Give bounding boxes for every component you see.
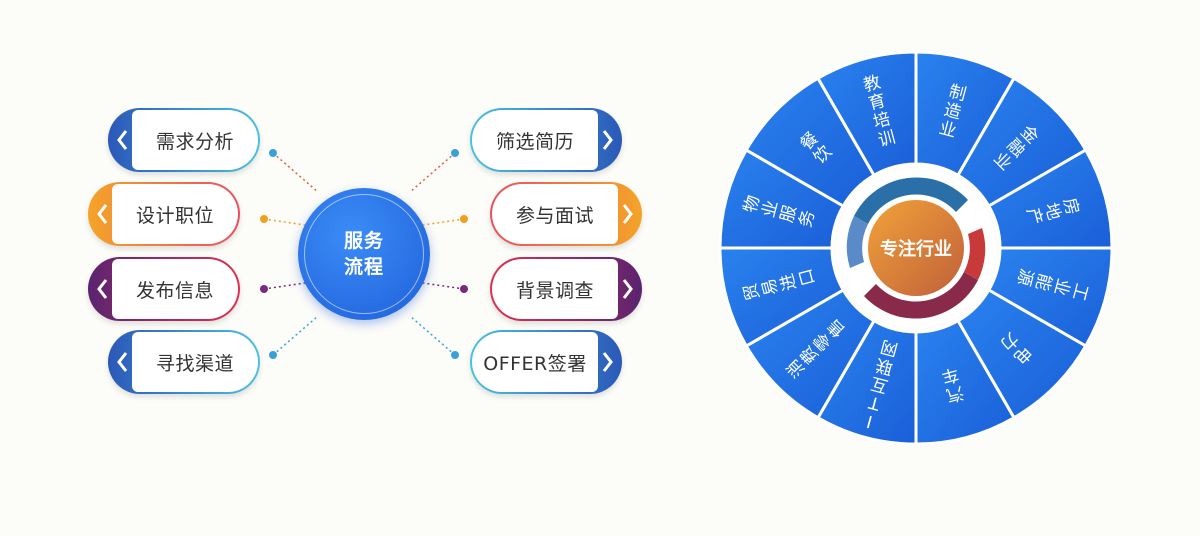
handshake-icon bbox=[864, 272, 978, 319]
wheel-sector-label: 房地产 bbox=[1022, 196, 1082, 227]
step-pill-right-3: 背景调查 bbox=[490, 257, 642, 321]
wheel-sector-label: 汽车 bbox=[939, 363, 966, 405]
step-pill-right-4: OFFER签署 bbox=[470, 330, 622, 394]
connector-dot bbox=[451, 149, 459, 157]
chevron-left-icon bbox=[114, 128, 130, 152]
wheel-segments bbox=[718, 50, 1114, 446]
chevron-right-icon bbox=[600, 128, 616, 152]
step-label: 发布信息 bbox=[112, 259, 238, 319]
chevron-left-icon bbox=[114, 350, 130, 374]
wheel-sector-label: 教育培训 bbox=[861, 72, 897, 151]
wheel-sector-label: IT互联网 bbox=[859, 336, 900, 433]
wheel-center-label: 专注行业 bbox=[880, 238, 952, 260]
wheel-center-disc bbox=[868, 200, 964, 296]
connector-dot bbox=[269, 351, 277, 359]
process-hub: 服务 流程 bbox=[298, 188, 430, 320]
connector-dot bbox=[460, 285, 468, 293]
step-label: 背景调查 bbox=[492, 259, 618, 319]
connector-dot bbox=[451, 351, 459, 359]
handshake-icon bbox=[854, 177, 968, 224]
connector-dot bbox=[269, 149, 277, 157]
wheel-sector-label: 贸易进口 bbox=[740, 266, 819, 302]
chevron-right-icon bbox=[600, 350, 616, 374]
chevron-right-icon bbox=[620, 277, 636, 301]
step-pill-left-4: 寻找渠道 bbox=[108, 330, 260, 394]
wheel-sector-label: 物业服务 bbox=[740, 193, 819, 229]
step-label: 筛选简历 bbox=[472, 110, 598, 170]
chevron-left-icon bbox=[94, 277, 110, 301]
step-label: 参与面试 bbox=[492, 184, 618, 244]
step-label: 需求分析 bbox=[132, 110, 258, 170]
step-label: 寻找渠道 bbox=[132, 332, 258, 392]
wheel-labels: 制造业金融业房地产工业能源电力汽车IT互联网消费零售贸易进口物业服务餐饮教育培训 bbox=[740, 72, 1092, 433]
step-pill-left-3: 发布信息 bbox=[88, 257, 240, 321]
step-pill-left-1: 需求分析 bbox=[108, 108, 260, 172]
step-pill-left-2: 设计职位 bbox=[88, 182, 240, 246]
step-pill-right-2: 参与面试 bbox=[490, 182, 642, 246]
step-label: 设计职位 bbox=[112, 184, 238, 244]
industry-wheel: 专注行业 制造业金融业房地产工业能源电力汽车IT互联网消费零售贸易进口物业服务餐… bbox=[718, 50, 1114, 446]
handshake-icon bbox=[846, 216, 868, 268]
step-pill-right-1: 筛选简历 bbox=[470, 108, 622, 172]
wheel-segment bbox=[815, 50, 918, 178]
hub-ring bbox=[304, 194, 424, 314]
step-label: OFFER签署 bbox=[472, 332, 598, 392]
connector-dot bbox=[460, 215, 468, 223]
connector-dot bbox=[260, 215, 268, 223]
connector-dot bbox=[260, 285, 268, 293]
chevron-right-icon bbox=[620, 202, 636, 226]
wheel-sector-label: 制造业 bbox=[937, 82, 968, 142]
wheel-sector-label: 工业能源 bbox=[1013, 266, 1092, 302]
chevron-left-icon bbox=[94, 202, 110, 226]
handshake-icon bbox=[964, 228, 986, 280]
